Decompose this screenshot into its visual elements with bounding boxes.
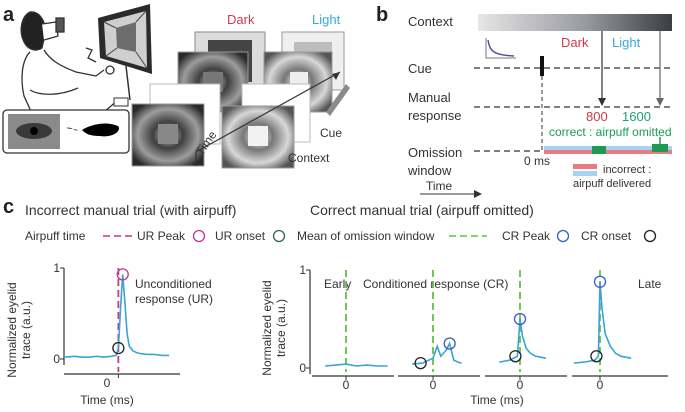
ur-y-tick-1: 1 <box>53 261 60 275</box>
ur-y-label-2: trace (a.u.) <box>19 301 33 359</box>
stimulus-frames <box>131 31 350 169</box>
ur-peak-marker <box>116 268 129 281</box>
panel-c-letter: c <box>3 196 14 218</box>
label-dark-b: Dark <box>561 35 589 50</box>
ur-annotation-2: response (UR) <box>135 292 213 306</box>
cr-y-label-1: Normalized eyelid <box>260 280 274 375</box>
left-title: Incorrect manual trial (with airpuff) <box>25 202 236 218</box>
cr-x-tick-label-2: 0 <box>430 378 437 392</box>
cr-x-label: Time (ms) <box>470 393 524 407</box>
legend: Airpuff time UR Peak UR onset Mean of om… <box>25 229 657 243</box>
label-1600: 1600 <box>622 109 651 124</box>
right-title: Correct manual trial (airpuff omitted) <box>310 202 534 218</box>
cr-onset-marker-3 <box>509 350 522 363</box>
ur-y-label-1: Normalized eyelid <box>5 282 19 377</box>
monitor-illustration <box>98 4 152 107</box>
cr-trace-1 <box>325 363 388 367</box>
bar-dark <box>544 150 672 154</box>
legend-ur-onset: UR onset <box>215 229 266 243</box>
legend-cr-onset-marker <box>643 229 657 243</box>
panel-c: c Incorrect manual trial (with airpuff) … <box>3 196 668 407</box>
eye-inset <box>2 109 130 154</box>
legend-ur-peak-marker <box>192 229 206 243</box>
label-context-a: Context <box>288 151 330 165</box>
early-label: Early <box>324 277 351 291</box>
cr-x-tick-label-4: 0 <box>597 378 604 392</box>
panel-b: b Context Dark Light Cue Manual response… <box>376 4 672 198</box>
cr-chart: Normalized eyelid trace (a.u.) 0 1 Time … <box>260 263 668 407</box>
cue-marker <box>540 56 544 76</box>
subject-illustration <box>20 11 119 135</box>
label-manual-1: Manual <box>408 90 451 105</box>
cr-x-tick-label-1: 0 <box>343 378 350 392</box>
label-cue-a: Cue <box>320 126 342 140</box>
ur-trace <box>63 274 170 359</box>
label-omission-1: Omission <box>408 145 462 160</box>
legend-ur-onset-marker <box>272 229 286 243</box>
cr-annotation: Conditioned response (CR) <box>363 277 508 291</box>
label-800: 800 <box>586 109 608 124</box>
label-omission-2: window <box>407 163 452 178</box>
label-context-b: Context <box>408 14 453 29</box>
panel-a: a <box>2 4 350 169</box>
panel-b-letter: b <box>376 4 388 26</box>
cr-y-tick-0: 0 <box>299 361 306 375</box>
label-time-b: Time <box>426 179 453 193</box>
label-light: Light <box>312 12 341 27</box>
label-light-b: Light <box>612 35 641 50</box>
ur-x-label: Time (ms) <box>80 393 134 407</box>
cr-peak-marker-4 <box>593 275 607 288</box>
label-incorrect-1: incorrect : <box>603 164 651 176</box>
label-correct: correct : airpuff omitted <box>549 125 672 139</box>
legend-omission-mean: Mean of omission window <box>297 229 435 243</box>
bar-light <box>544 146 672 150</box>
cr-onset-marker-2 <box>414 356 427 370</box>
cr-trace-3 <box>499 318 547 363</box>
cr-peak-marker-3 <box>513 312 527 326</box>
label-manual-2: response <box>408 108 461 123</box>
cr-y-label-2: trace (a.u.) <box>274 299 288 357</box>
label-dark: Dark <box>227 12 255 27</box>
label-incorrect-2: airpuff delivered <box>573 178 651 190</box>
ur-annotation-1: Unconditioned <box>135 277 212 291</box>
bar-correct-light <box>652 144 668 152</box>
bar-correct-dark <box>592 146 606 154</box>
legend-cr-peak-marker <box>556 229 570 243</box>
cr-trace-4 <box>573 281 632 364</box>
label-zero-ms: 0 ms <box>524 154 550 168</box>
cr-onset-marker-4 <box>590 350 603 363</box>
ur-chart: Normalized eyelid trace (a.u.) 0 1 0 Tim… <box>5 261 213 407</box>
cr-x-tick-label-3: 0 <box>517 378 524 392</box>
cr-y-tick-1: 1 <box>299 263 306 277</box>
ur-x-tick-0: 0 <box>104 376 111 390</box>
ur-onset-marker <box>112 341 125 355</box>
cr-peak-marker-2 <box>443 337 456 350</box>
late-label: Late <box>638 277 662 291</box>
context-bar <box>478 14 672 31</box>
legend-cr-onset: CR onset <box>581 229 632 243</box>
ur-y-tick-0: 0 <box>53 352 60 366</box>
cr-trace-2 <box>412 341 462 365</box>
legend-cr-peak: CR Peak <box>502 229 551 243</box>
legend-ur-peak: UR Peak <box>137 229 186 243</box>
label-cue-b: Cue <box>408 61 432 76</box>
inset-curve <box>485 38 516 59</box>
panel-a-letter: a <box>3 4 15 26</box>
legend-airpuff-time: Airpuff time <box>25 229 86 243</box>
